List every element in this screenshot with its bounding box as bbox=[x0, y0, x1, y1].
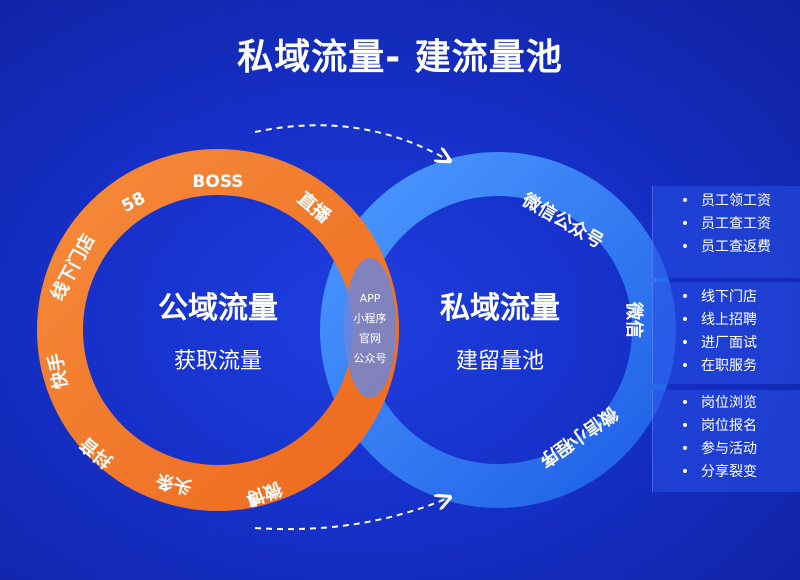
bullet-icon: • bbox=[680, 464, 690, 480]
public-subtitle: 获取流量 bbox=[174, 349, 262, 374]
list-item: •员工查工资 bbox=[653, 213, 800, 236]
side-panel-payroll: •员工领工资 •员工查工资 •员工查返费 bbox=[652, 186, 800, 278]
bullet-icon: • bbox=[680, 395, 690, 411]
overlap-label-app: APP bbox=[360, 292, 381, 305]
list-item: •参与活动 bbox=[653, 438, 800, 461]
page-title: 私域流量- 建流量池 bbox=[237, 37, 563, 78]
list-item: •员工领工资 bbox=[653, 190, 800, 213]
bullet-icon: • bbox=[680, 441, 690, 457]
private-subtitle: 建留量池 bbox=[456, 349, 544, 374]
list-item: •员工查返费 bbox=[653, 236, 800, 259]
list-item: •岗位报名 bbox=[653, 415, 800, 438]
list-item: •线下门店 bbox=[653, 286, 800, 309]
overlap-label-official-account: 公众号 bbox=[354, 352, 387, 365]
overlap-label-mini-program: 小程序 bbox=[354, 311, 387, 325]
side-panel-recruitment: •线下门店 •线上招聘 •进厂面试 •在职服务 bbox=[652, 282, 800, 384]
private-ring-label-wechat: 微信 bbox=[623, 301, 645, 338]
public-title: 公域流量 bbox=[158, 291, 278, 326]
public-ring-label-boss: BOSS bbox=[192, 172, 243, 192]
bullet-icon: • bbox=[680, 239, 690, 255]
list-item: •分享裂变 bbox=[653, 461, 800, 484]
bullet-icon: • bbox=[680, 289, 690, 305]
list-item: •在职服务 bbox=[653, 355, 800, 378]
private-title: 私域流量 bbox=[440, 291, 560, 326]
list-item: •线上招聘 bbox=[653, 309, 800, 332]
top-arrow bbox=[254, 124, 448, 160]
bullet-icon: • bbox=[680, 312, 690, 328]
bullet-icon: • bbox=[680, 418, 690, 434]
bullet-icon: • bbox=[680, 358, 690, 374]
list-item: •岗位浏览 bbox=[653, 392, 800, 415]
overlap-lens bbox=[344, 258, 396, 398]
bullet-icon: • bbox=[680, 335, 690, 351]
bottom-arrow bbox=[254, 498, 448, 531]
bullet-icon: • bbox=[680, 193, 690, 209]
list-item: •进厂面试 bbox=[653, 332, 800, 355]
bullet-icon: • bbox=[680, 216, 690, 232]
overlap-label-website: 官网 bbox=[359, 331, 381, 345]
side-panel-engagement: •岗位浏览 •岗位报名 •参与活动 •分享裂变 bbox=[652, 390, 800, 492]
